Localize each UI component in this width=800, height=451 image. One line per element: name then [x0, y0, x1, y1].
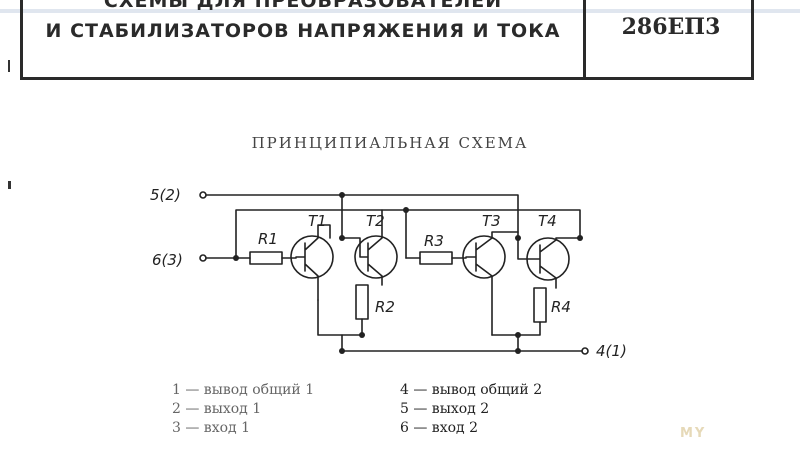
legend-item: 5 — выход 2 [400, 401, 490, 417]
header-title-line2: И СТАБИЛИЗАТОРОВ НАПРЯЖЕНИЯ И ТОКА [45, 20, 561, 42]
transistor-t1 [290, 235, 334, 279]
label-r3: R3 [424, 232, 444, 250]
transistor-t4-leads [517, 237, 581, 289]
label-t1: T1 [308, 212, 327, 230]
chip-code: 286ЕП3 [621, 14, 721, 40]
transistor-t3 [462, 235, 506, 279]
wire-bottom-rail [341, 334, 583, 352]
resistor-r2 [355, 284, 369, 320]
label-t4: T4 [538, 212, 557, 230]
transistor-t2 [354, 235, 398, 279]
pin-terminal-top [199, 191, 207, 199]
pin-label-top: 5(2) [150, 186, 181, 204]
header-title: СХЕМЫ ДЛЯ ПРЕОБРАЗОВАТЕЛЕЙ И СТАБИЛИЗАТО… [23, 0, 583, 46]
legend-item: 6 — вход 2 [400, 420, 478, 436]
label-r4: R4 [551, 298, 571, 316]
header-title-line1: СХЕМЫ ДЛЯ ПРЕОБРАЗОВАТЕЛЕЙ [103, 0, 503, 12]
wire-top-rail [205, 194, 519, 239]
watermark: MY [680, 426, 707, 441]
wire-t1-collector [317, 224, 331, 239]
legend-item: 2 — выход 1 [172, 401, 262, 417]
resistor-r3 [419, 251, 453, 265]
margin-mark [8, 181, 11, 189]
transistor-t1-leads [295, 235, 319, 301]
pin-terminal-bottom [581, 347, 589, 355]
transistor-t2-leads [341, 209, 383, 286]
margin-mark [8, 60, 10, 72]
label-r1: R1 [258, 230, 278, 248]
header-box: СХЕМЫ ДЛЯ ПРЕОБРАЗОВАТЕЛЕЙ И СТАБИЛИЗАТО… [20, 0, 754, 80]
pin-terminal-middle [199, 254, 207, 262]
label-r2: R2 [375, 298, 395, 316]
pin-label-bottom: 4(1) [596, 342, 627, 360]
resistor-r4 [533, 287, 547, 323]
top-rule [0, 9, 800, 13]
header-divider [583, 0, 586, 77]
resistor-r1 [249, 251, 283, 265]
legend-item: 1 — вывод общий 1 [172, 382, 315, 398]
schema-title: ПРИНЦИПИАЛЬНАЯ СХЕМА [251, 134, 529, 152]
legend-item: 3 — вход 1 [172, 420, 250, 436]
pin-label-middle: 6(3) [152, 251, 183, 269]
label-t3: T3 [482, 212, 501, 230]
legend-item: 4 — вывод общий 2 [400, 382, 543, 398]
legend-left: 1 — вывод общий 1 2 — выход 1 3 — вход 1 [172, 381, 314, 438]
label-t2: T2 [366, 212, 385, 230]
transistor-t3-leads [465, 231, 519, 336]
junction-dots [233, 192, 583, 354]
legend-right: 4 — вывод общий 2 5 — выход 2 6 — вход 2 [400, 381, 542, 438]
